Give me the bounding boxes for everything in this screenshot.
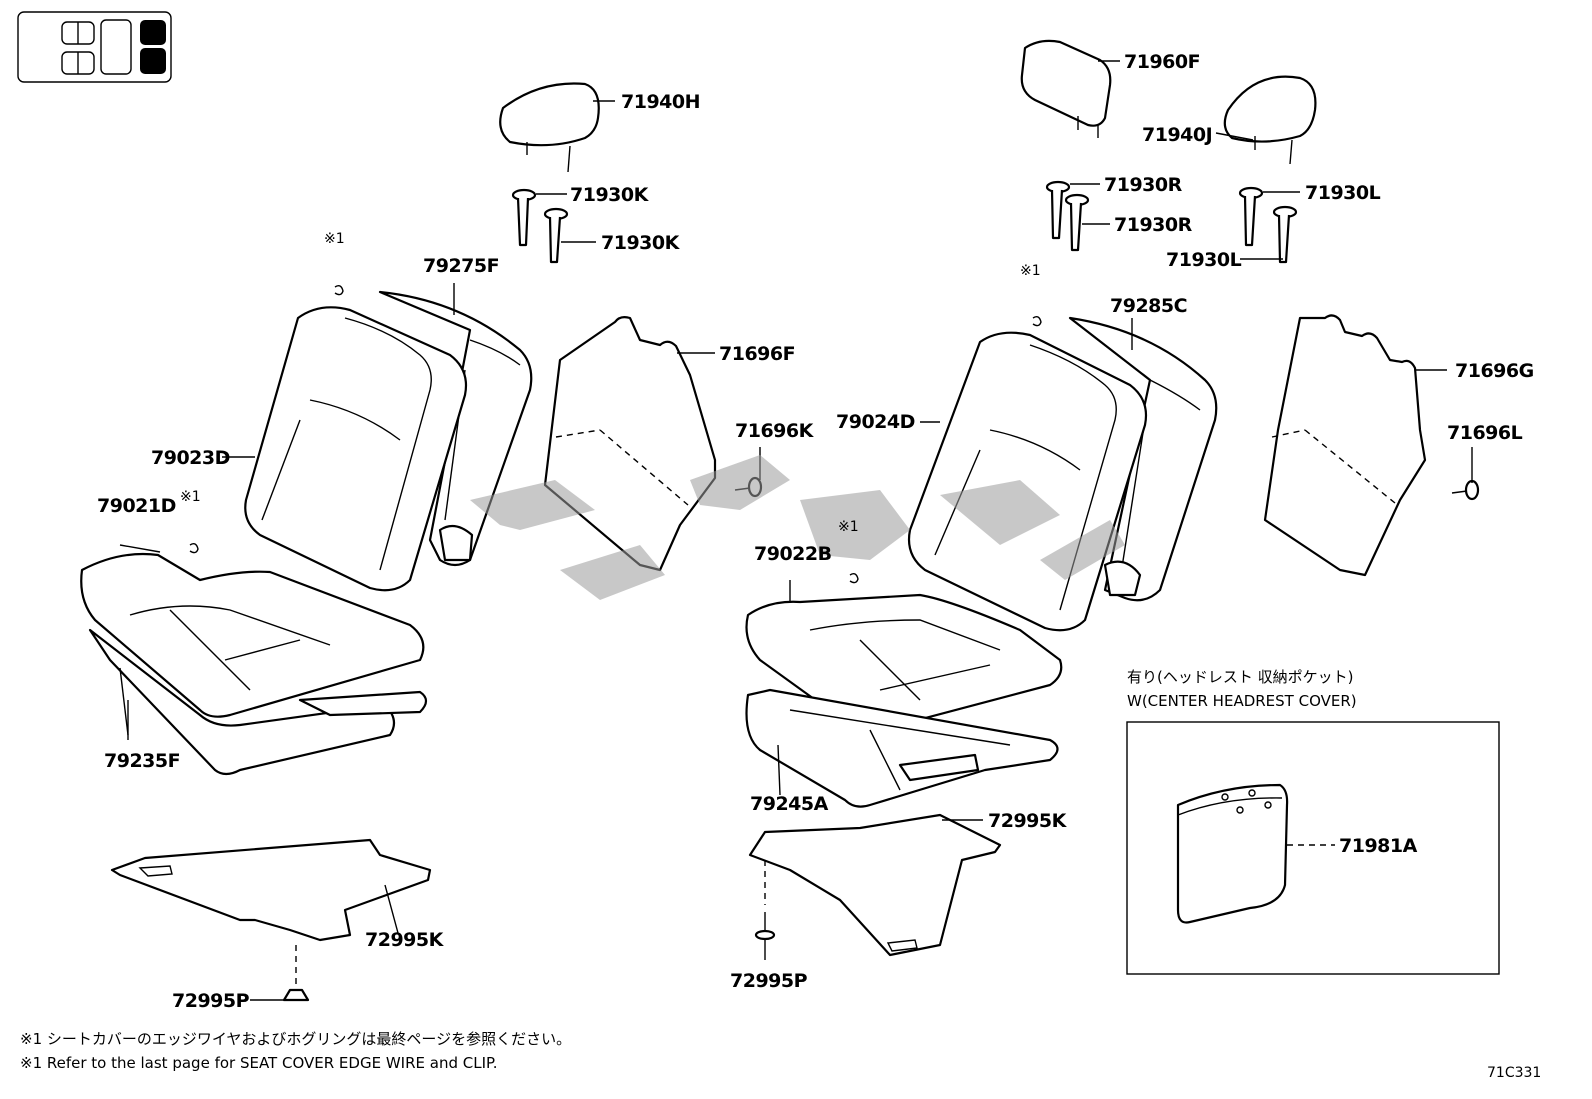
- inset-title-en: W(CENTER HEADREST COVER): [1127, 692, 1357, 710]
- label-79024D: 79024D: [836, 411, 915, 433]
- headrest-71940H: [499, 82, 615, 173]
- seat-layout-key-icon: [17, 11, 172, 83]
- note-marks: ※1 ※1 ※1 ※1: [180, 231, 1041, 535]
- label-71940H: 71940H: [621, 91, 700, 113]
- label-71696F: 71696F: [719, 343, 795, 365]
- label-71930R-b: 71930R: [1114, 214, 1193, 236]
- label-71696K: 71696K: [735, 420, 815, 442]
- center-headrest-cover-inset: [1126, 721, 1500, 975]
- label-79245A: 79245A: [750, 793, 829, 815]
- under-cover-72995K-right: [748, 813, 1002, 957]
- watermark-logo: [470, 455, 1125, 600]
- label-72995P-b: 72995P: [730, 970, 808, 992]
- screw-72995P-right: [754, 860, 776, 960]
- diagram-ref-code: 71C331: [1487, 1065, 1541, 1081]
- label-79275F: 79275F: [423, 255, 499, 277]
- footer-note-en: ※1 Refer to the last page for SEAT COVER…: [20, 1054, 497, 1072]
- cushion-frame-79235F: [88, 628, 428, 776]
- label-71981A: 71981A: [1339, 835, 1418, 857]
- headrest-71940J: [1215, 75, 1317, 165]
- label-71960F: 71960F: [1124, 51, 1200, 73]
- label-71930K-a: 71930K: [570, 184, 650, 206]
- label-72995K-b: 72995K: [988, 810, 1068, 832]
- part-labels: 71940H 71960F 71940J 71930K 71930K 71930…: [97, 51, 1534, 1012]
- label-79021D: 79021D: [97, 495, 176, 517]
- label-79023D: 79023D: [151, 447, 230, 469]
- seatback-frame-79285C: [1068, 316, 1218, 602]
- headrest-support-71930L: [1238, 186, 1300, 264]
- label-71940J: 71940J: [1142, 124, 1212, 146]
- label-71930L-a: 71930L: [1305, 182, 1381, 204]
- headrest-71960F: [1020, 39, 1120, 138]
- inset-titles: 有り(ヘッドレスト 収納ポケット) W(CENTER HEADREST COVE…: [1127, 668, 1357, 710]
- clip-mark-group: [189, 284, 1042, 584]
- label-71696L: 71696L: [1447, 422, 1523, 444]
- label-72995K-a: 72995K: [365, 929, 445, 951]
- label-79022B: 79022B: [754, 543, 832, 565]
- footer-note-jp: ※1 シートカバーのエッジワイヤおよびホグリングは最終ページを参照ください。: [20, 1030, 571, 1048]
- headrest-support-71930R: [1045, 180, 1110, 252]
- seatback-cover-79023D: [222, 306, 468, 592]
- protector-71696F: [543, 316, 717, 572]
- footer-notes: ※1 シートカバーのエッジワイヤおよびホグリングは最終ページを参照ください。 ※…: [20, 1030, 1541, 1081]
- label-71696G: 71696G: [1455, 360, 1534, 382]
- note-mark-a: ※1: [324, 231, 345, 247]
- note-mark-c: ※1: [1020, 263, 1041, 279]
- cushion-cover-79022B: [745, 580, 1063, 733]
- cushion-cover-79021D: [80, 544, 425, 718]
- label-71930L-b: 71930L: [1166, 249, 1242, 271]
- label-79285C: 79285C: [1110, 295, 1187, 317]
- under-cover-72995K-left: [110, 838, 432, 942]
- label-71930K-b: 71930K: [601, 232, 681, 254]
- protector-71696G: [1263, 314, 1447, 577]
- label-71930R-a: 71930R: [1104, 174, 1183, 196]
- headrest-support-71930K: [511, 188, 596, 264]
- clip-71696L: [1451, 447, 1480, 501]
- note-mark-b: ※1: [180, 489, 201, 505]
- cushion-frame-79245A: [745, 688, 1059, 808]
- screw-72995P-left: [250, 945, 310, 1002]
- note-mark-d: ※1: [838, 519, 859, 535]
- label-72995P-a: 72995P: [172, 990, 250, 1012]
- inset-title-jp: 有り(ヘッドレスト 収納ポケット): [1127, 668, 1353, 686]
- label-79235F: 79235F: [104, 750, 180, 772]
